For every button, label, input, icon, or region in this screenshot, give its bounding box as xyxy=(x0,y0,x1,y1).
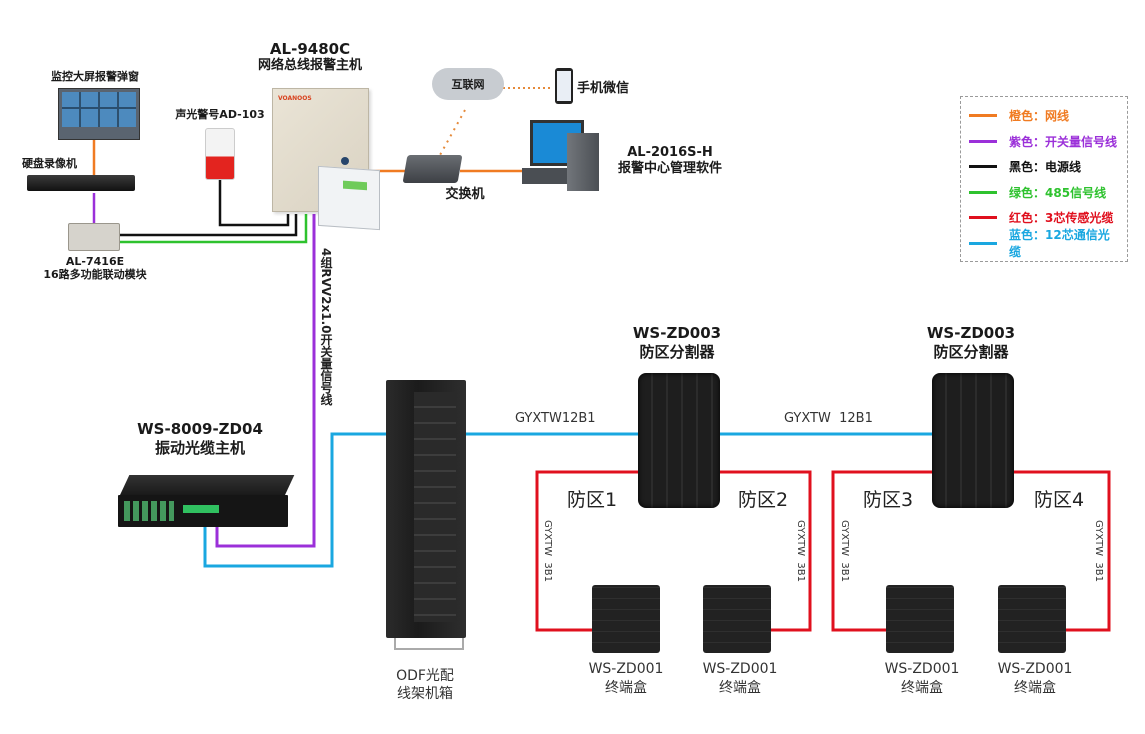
legend-text: 紫色：开关量信号线 xyxy=(1009,134,1118,149)
legend-text: 橙色：网线 xyxy=(1009,109,1070,124)
legend-item-purple: 紫色：开关量信号线 xyxy=(969,129,1119,155)
terminal-box-3-label: 终端盒 xyxy=(901,680,943,696)
zone-3-cable-label: GYXTW 3B1 xyxy=(839,520,850,582)
wire-red-zone1 xyxy=(535,470,640,632)
legend-text: 蓝色：12芯通信光缆 xyxy=(1009,228,1110,260)
zone-1-cable-label: GYXTW 3B1 xyxy=(542,520,553,582)
splitter-2-model: WS-ZD003 xyxy=(926,324,1016,342)
signal-cable-label: 4组RVV2x1.0开关量信号线 xyxy=(319,248,333,406)
wire-purple-signal xyxy=(215,214,316,548)
wire-dotted-cloud-switch xyxy=(439,109,466,156)
terminal-box-1-model: WS-ZD001 xyxy=(588,661,664,677)
linkage-module-label: 16路多功能联动模块 xyxy=(43,268,147,281)
monitor-wall-label: 监控大屏报警弹窗 xyxy=(51,70,139,83)
wire-red-zone2 xyxy=(718,470,812,632)
terminal-box-2-model: WS-ZD001 xyxy=(702,661,778,677)
pc-label: 报警中心管理软件 xyxy=(617,161,722,176)
zone-3-label: 防区3 xyxy=(863,489,914,511)
splitter-1-label: 防区分割器 xyxy=(639,343,715,361)
legend-item-red: 红色：3芯传感光缆 xyxy=(969,205,1119,231)
odf-cabinet-icon xyxy=(386,380,466,638)
zone-2-cable-label: GYXTW 3B1 xyxy=(795,520,806,582)
fiber-host-label: 振动光缆主机 xyxy=(154,439,245,457)
wire-black-module-power xyxy=(118,214,298,237)
legend-swatch-black xyxy=(969,165,997,169)
legend-swatch-red xyxy=(969,216,997,220)
zone-4-label: 防区4 xyxy=(1034,489,1085,511)
legend-swatch-orange xyxy=(969,114,997,118)
phone-icon xyxy=(555,68,573,104)
splitter-2-icon xyxy=(932,373,1014,508)
terminal-box-3-icon xyxy=(886,585,954,653)
pc-desktop-icon xyxy=(522,168,572,184)
terminal-box-2-label: 终端盒 xyxy=(719,680,761,696)
wire-blue-host-odf xyxy=(203,432,388,568)
trunk-cable-2-label: GYXTW 12B1 xyxy=(784,411,873,426)
terminal-box-4-icon xyxy=(998,585,1066,653)
linkage-module-icon xyxy=(68,223,120,251)
legend-item-orange: 橙色：网线 xyxy=(969,103,1119,129)
fiber-host-top-icon xyxy=(120,475,295,495)
alarm-host-brand: VOANOOS xyxy=(278,95,312,102)
pc-model: AL-2016S-H xyxy=(627,145,713,160)
terminal-box-2-icon xyxy=(703,585,771,653)
terminal-box-1-label: 终端盒 xyxy=(605,680,647,696)
terminal-box-3-model: WS-ZD001 xyxy=(884,661,960,677)
alarm-host-model: AL-9480C xyxy=(269,40,351,58)
internet-label: 互联网 xyxy=(451,78,485,91)
nvr-label: 硬盘录像机 xyxy=(22,157,77,170)
wire-red-zone3 xyxy=(831,470,934,632)
nvr-icon xyxy=(27,175,135,191)
terminal-box-1-icon xyxy=(592,585,660,653)
pc-tower-icon xyxy=(567,133,599,191)
splitter-2-label: 防区分割器 xyxy=(933,343,1009,361)
phone-label: 手机微信 xyxy=(577,81,630,96)
zone-2-label: 防区2 xyxy=(738,489,789,511)
splitter-1-icon xyxy=(638,373,720,508)
terminal-box-4-model: WS-ZD001 xyxy=(997,661,1073,677)
legend-item-black: 黑色：电源线 xyxy=(969,154,1119,180)
alarm-host-label: 网络总线报警主机 xyxy=(257,58,362,73)
trunk-cable-1-label: GYXTW12B1 xyxy=(515,411,596,426)
legend-swatch-purple xyxy=(969,139,997,143)
fiber-host-model: WS-8009-ZD04 xyxy=(137,420,263,438)
internet-cloud-icon xyxy=(432,68,504,100)
odf-stand-icon xyxy=(394,638,464,650)
legend-text: 红色：3芯传感光缆 xyxy=(1009,211,1114,226)
strobe-label: 声光警号AD-103 xyxy=(175,108,265,121)
odf-label-line1: ODF光配 xyxy=(396,668,454,684)
strobe-icon xyxy=(205,128,235,180)
legend: 橙色：网线 紫色：开关量信号线 黑色：电源线 绿色：485信号线 红色：3芯传感… xyxy=(960,96,1128,262)
monitor-wall-icon xyxy=(58,88,140,140)
switch-icon xyxy=(402,155,463,183)
linkage-module-model: AL-7416E xyxy=(65,255,125,268)
legend-text: 绿色：485信号线 xyxy=(1009,185,1107,200)
wire-black-strobe xyxy=(218,178,290,227)
splitter-1-model: WS-ZD003 xyxy=(632,324,722,342)
alarm-keypad-icon xyxy=(318,165,380,231)
switch-label: 交换机 xyxy=(445,187,485,202)
odf-label-line2: 线架机箱 xyxy=(397,686,453,702)
legend-swatch-blue xyxy=(969,241,997,245)
zone-4-cable-label: GYXTW 3B1 xyxy=(1093,520,1104,582)
legend-swatch-green xyxy=(969,190,997,194)
legend-item-green: 绿色：485信号线 xyxy=(969,180,1119,206)
terminal-box-4-label: 终端盒 xyxy=(1014,680,1056,696)
wire-green-485 xyxy=(118,214,308,244)
wire-red-zone4 xyxy=(1012,470,1111,632)
fiber-host-front-icon xyxy=(118,495,288,527)
legend-text: 黑色：电源线 xyxy=(1009,160,1082,175)
legend-item-blue: 蓝色：12芯通信光缆 xyxy=(969,228,1119,259)
zone-1-label: 防区1 xyxy=(567,489,618,511)
